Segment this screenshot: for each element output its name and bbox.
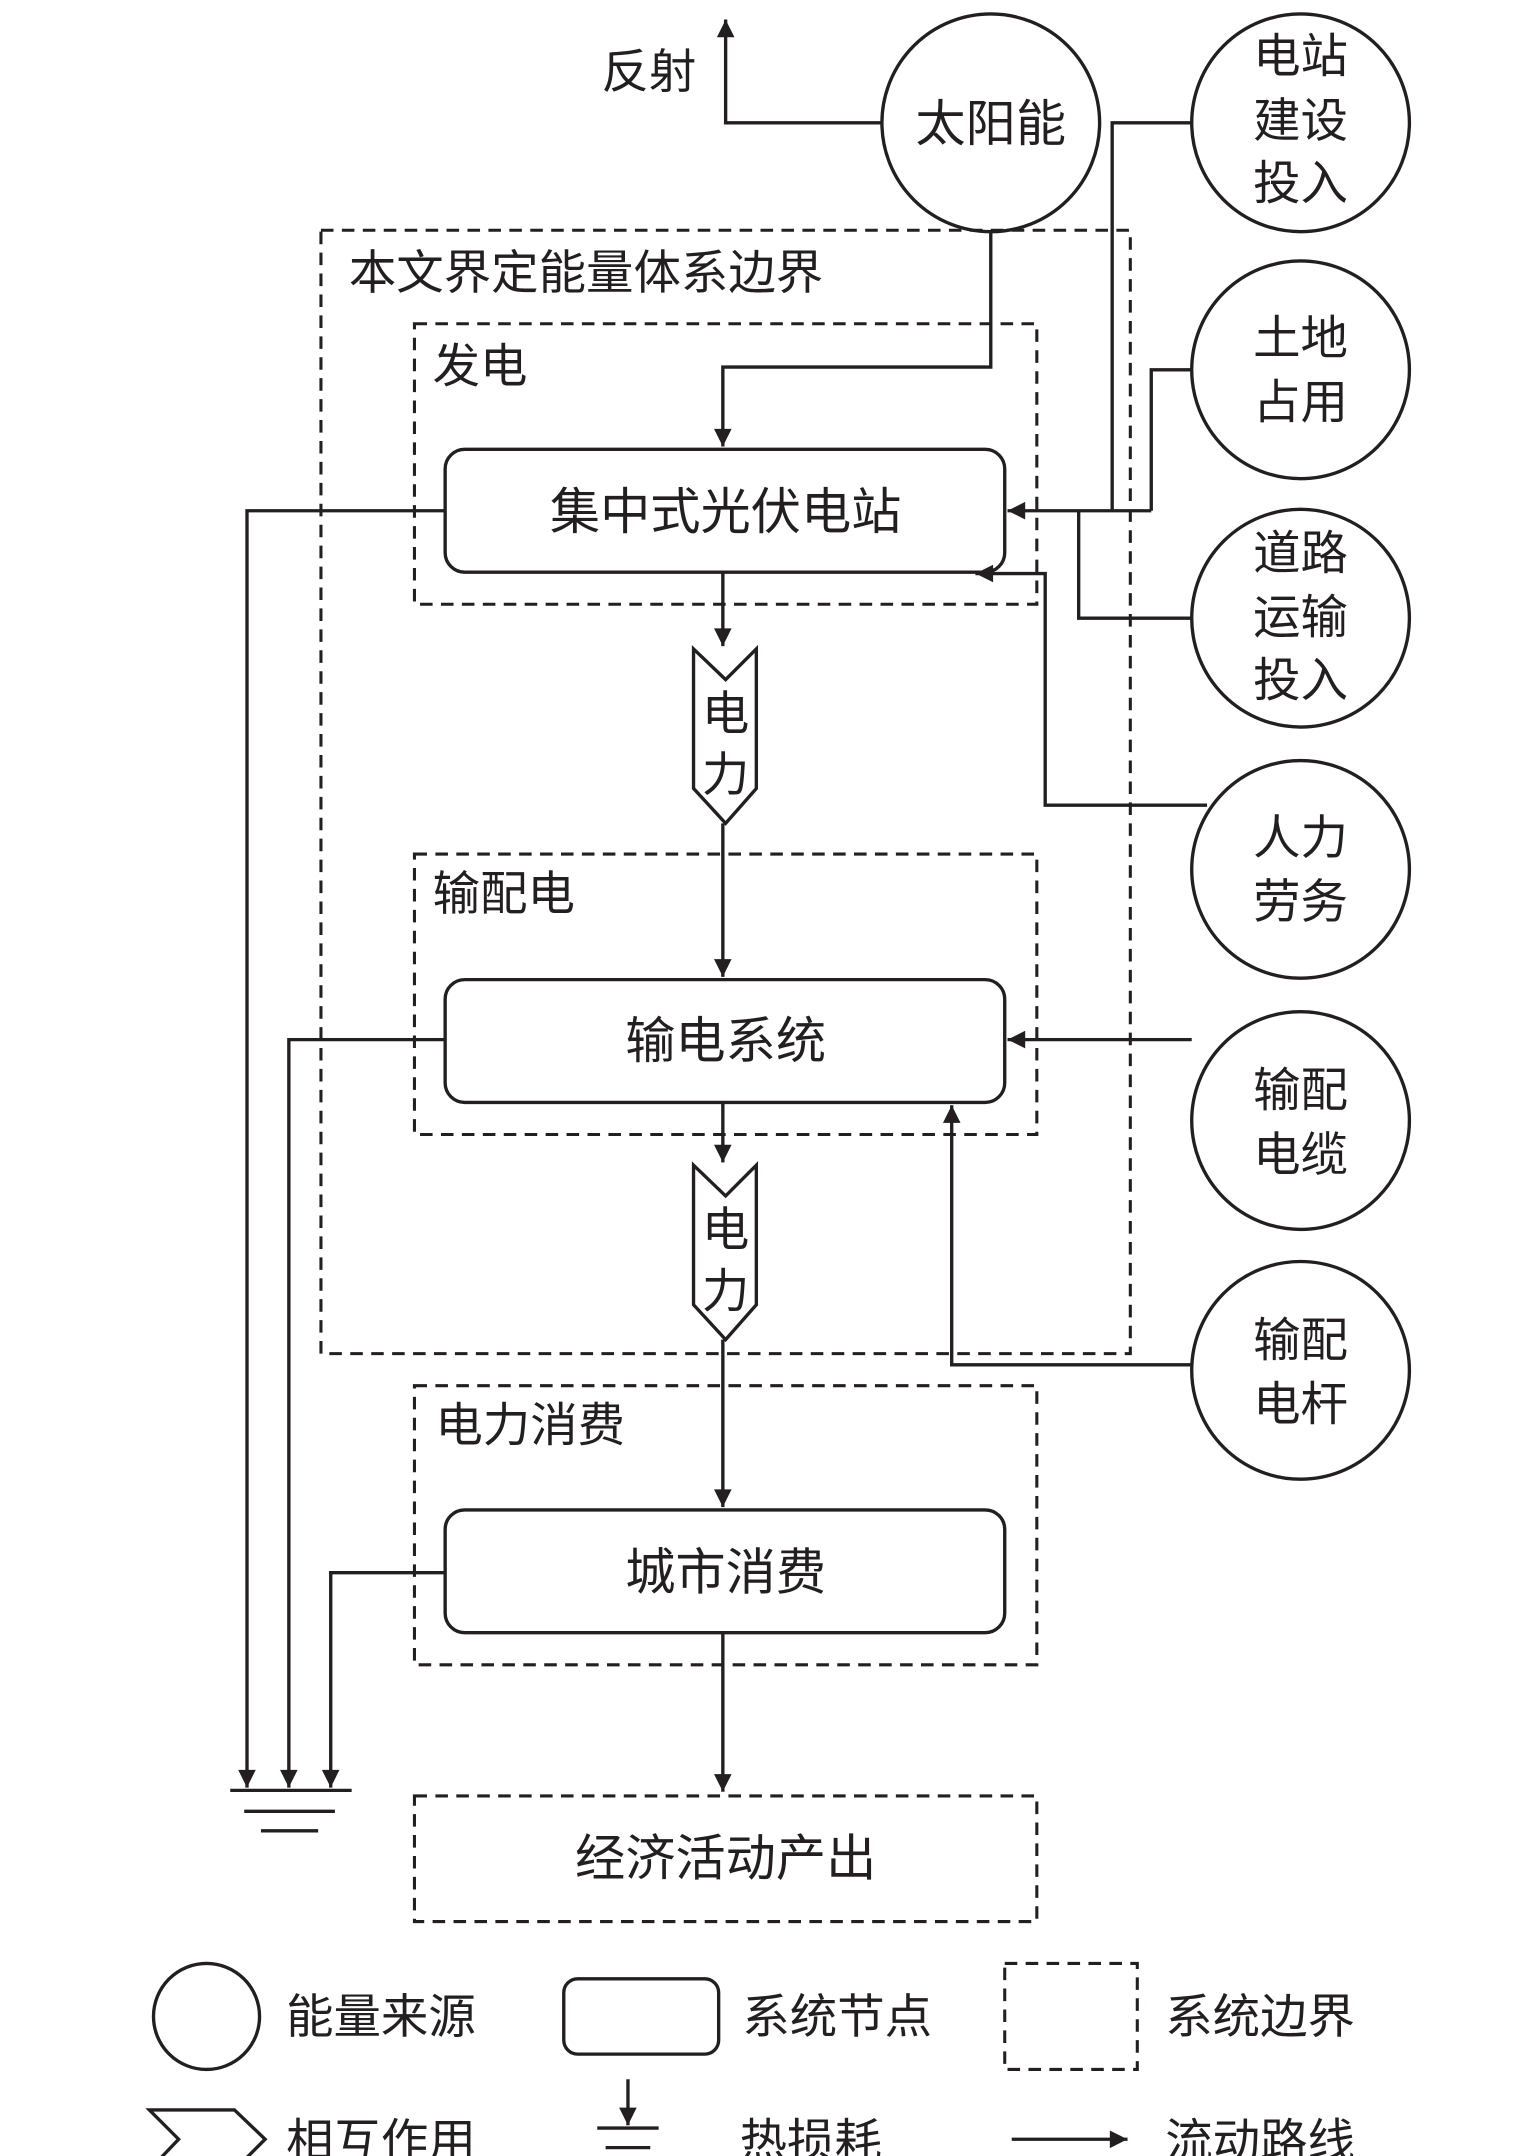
source-cable: 输配 电缆 — [1190, 1010, 1412, 1232]
generation-label: 发电 — [433, 339, 528, 394]
svg-text:道路: 道路 — [1253, 526, 1348, 581]
transmission-boundary — [412, 852, 1039, 1137]
svg-text:能量来源: 能量来源 — [286, 1990, 476, 2045]
consumption-label: 电力消费 — [435, 1399, 625, 1454]
heat-loss-transmission — [280, 1037, 446, 1788]
legend-system-boundary-icon — [1003, 1961, 1139, 2072]
source-labor: 人力 劳务 — [1190, 758, 1412, 980]
source-station-build: 电站 建设 投入 — [1190, 12, 1412, 234]
transmission-label: 输配电 — [433, 867, 575, 922]
svg-text:劳务: 劳务 — [1253, 875, 1348, 930]
boundary-label: 本文界定能量体系边界 — [349, 246, 823, 301]
flow-pole — [942, 1105, 1192, 1367]
node-pv-station-label: 集中式光伏电站 — [550, 482, 902, 541]
interaction-electricity-1: 电 力 — [691, 644, 759, 826]
legend: 能量来源 系统节点 系统边界 相互作用 热损耗 流动路线 — [145, 1961, 1355, 2156]
svg-text:投入: 投入 — [1253, 653, 1348, 708]
svg-text:电杆: 电杆 — [1253, 1378, 1348, 1433]
svg-text:投入: 投入 — [1253, 157, 1348, 212]
svg-text:电站: 电站 — [1253, 30, 1348, 85]
flow-labor — [975, 564, 1208, 807]
svg-text:占用: 占用 — [1253, 376, 1348, 431]
flow-solar-to-pv — [714, 231, 993, 447]
generation-boundary — [412, 322, 1039, 606]
ground-icon — [230, 1788, 352, 1833]
svg-text:输配: 输配 — [1253, 1064, 1348, 1119]
source-pole: 输配 电杆 — [1190, 1259, 1412, 1481]
legend-interaction-icon — [145, 2108, 268, 2156]
svg-text:力: 力 — [702, 1265, 749, 1320]
interaction-electricity-2: 电 力 — [691, 1161, 759, 1343]
svg-text:人力: 人力 — [1253, 811, 1348, 866]
flow-road — [1077, 510, 1192, 620]
legend-heat-loss-icon — [597, 2079, 659, 2150]
svg-text:相互作用: 相互作用 — [286, 2114, 476, 2156]
flow-land — [1149, 368, 1192, 511]
energy-system-boundary — [319, 228, 1132, 1356]
svg-text:流动路线: 流动路线 — [1165, 2114, 1355, 2156]
output-boundary — [412, 1794, 1039, 1924]
svg-text:力: 力 — [702, 748, 749, 803]
legend-system-node-icon — [562, 1977, 721, 2056]
heat-loss-consumption — [321, 1571, 446, 1788]
svg-text:系统边界: 系统边界 — [1165, 1990, 1355, 2045]
svg-text:系统节点: 系统节点 — [742, 1990, 932, 2045]
svg-text:土地: 土地 — [1253, 311, 1348, 366]
svg-text:输配: 输配 — [1253, 1313, 1348, 1368]
heat-loss-pv — [238, 509, 446, 1788]
source-road: 道路 运输 投入 — [1190, 507, 1412, 729]
svg-text:电: 电 — [702, 687, 749, 742]
svg-text:热损耗: 热损耗 — [740, 2114, 882, 2156]
svg-text:建设: 建设 — [1253, 94, 1348, 149]
output-label: 经济活动产出 — [575, 1829, 876, 1888]
source-solar-label: 太阳能 — [915, 94, 1066, 153]
svg-text:运输: 运输 — [1253, 591, 1348, 646]
svg-text:电缆: 电缆 — [1253, 1128, 1348, 1183]
consumption-boundary — [412, 1384, 1039, 1667]
flow-station-build — [1110, 121, 1192, 511]
reflection-label: 反射 — [601, 45, 696, 100]
source-land: 土地 占用 — [1190, 259, 1412, 481]
svg-text:电: 电 — [702, 1203, 749, 1258]
reflection-arrow — [716, 19, 882, 125]
node-consumption-label: 城市消费 — [625, 1542, 826, 1601]
legend-energy-source-icon — [151, 1961, 262, 2072]
node-transmission-label: 输电系统 — [625, 1011, 826, 1070]
